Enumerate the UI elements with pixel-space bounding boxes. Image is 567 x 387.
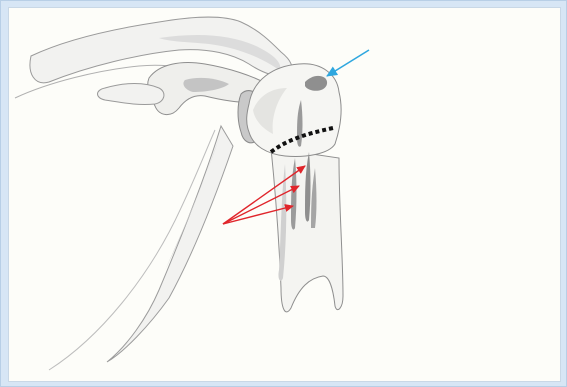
coracoid — [98, 84, 164, 105]
illustration-canvas — [8, 7, 561, 382]
scapula-blade — [107, 126, 233, 362]
shoulder-illustration — [9, 8, 561, 382]
blue-arrow-icon — [327, 50, 369, 76]
